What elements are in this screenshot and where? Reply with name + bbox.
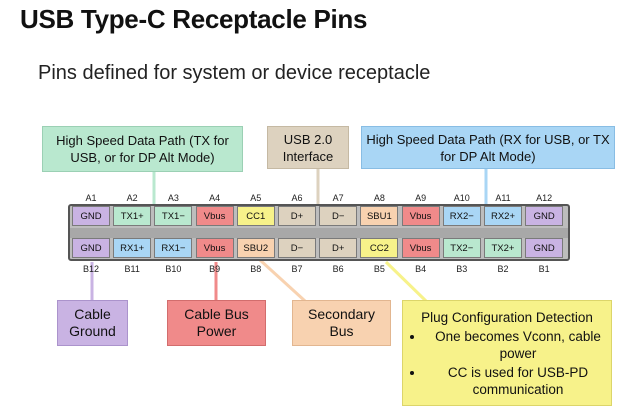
page-title: USB Type-C Receptacle Pins	[20, 4, 368, 34]
pin-number-a: A4	[209, 193, 221, 203]
pin-row-a: RX2+	[484, 206, 522, 226]
pin-row-a: GND	[72, 206, 110, 226]
pin-number-a: A12	[536, 193, 553, 203]
pin-number-a: A8	[373, 193, 385, 203]
page-subtitle: Pins defined for system or device recept…	[38, 62, 431, 84]
pin-number-b: B9	[209, 264, 221, 274]
pin-number-a: A3	[167, 193, 179, 203]
plug-config-title: Plug Configuration Detection	[421, 310, 593, 325]
pin-row-a: GND	[525, 206, 564, 226]
pin-row-a: RX2−	[442, 206, 481, 226]
pin-row-a: SBU1	[360, 206, 399, 226]
pin-number-a: A6	[291, 193, 303, 203]
pin-row-a: TX1−	[154, 206, 193, 226]
pin-row-a: Vbus	[401, 206, 440, 226]
pin-number-b: B11	[124, 264, 140, 274]
pin-row-a: D−	[319, 206, 358, 226]
pin-number-b: B2	[497, 264, 509, 274]
receptacle-tongue	[70, 228, 568, 238]
plug-config-bullets: One becomes Vconn, cable power CC is use…	[403, 326, 611, 400]
pin-row-b: Vbus	[195, 238, 234, 258]
pin-row-a: CC1	[236, 206, 275, 226]
cable-bus-power-callout: Cable Bus Power	[167, 300, 266, 346]
usb2-callout: USB 2.0 Interface	[267, 126, 349, 169]
pin-number-b: B7	[291, 264, 303, 274]
pin-number-a: A10	[453, 193, 470, 203]
pin-number-b: B10	[165, 264, 182, 274]
pin-number-b: B6	[332, 264, 344, 274]
pin-number-a: A11	[495, 193, 511, 203]
pin-number-b: B4	[415, 264, 427, 274]
hs-rx-callout: High Speed Data Path (RX for USB, or TX …	[361, 126, 615, 169]
pin-row-a: Vbus	[195, 206, 234, 226]
pin-row-b: RX1+	[113, 238, 152, 258]
plug-config-callout: Plug Configuration Detection One becomes…	[402, 300, 612, 406]
pin-row-b: D−	[278, 238, 316, 258]
pin-row-b: RX1−	[154, 238, 193, 258]
pin-number-a: A7	[332, 193, 344, 203]
pin-row-b: TX2+	[484, 238, 522, 258]
pin-row-a: TX1+	[113, 206, 152, 226]
pin-row-a: D+	[278, 206, 316, 226]
plug-config-bullet: One becomes Vconn, cable power	[425, 328, 611, 362]
pin-row-b: SBU2	[236, 238, 275, 258]
pin-number-b: B5	[373, 264, 385, 274]
hs-tx-callout: High Speed Data Path (TX for USB, or for…	[42, 126, 243, 172]
pin-number-b: B8	[250, 264, 262, 274]
pin-row-b: GND	[72, 238, 110, 258]
pin-row-b: D+	[319, 238, 358, 258]
secondary-bus-callout: Secondary Bus	[292, 300, 391, 346]
pin-row-b: TX2−	[442, 238, 481, 258]
pin-number-a: A1	[85, 193, 97, 203]
pin-number-a: A9	[415, 193, 427, 203]
pin-number-a: A2	[126, 193, 138, 203]
pin-row-b: GND	[525, 238, 564, 258]
pin-number-b: B1	[538, 264, 550, 274]
pin-number-a: A5	[250, 193, 262, 203]
pin-row-b: CC2	[360, 238, 399, 258]
pin-number-b: B3	[456, 264, 468, 274]
plug-config-bullet: CC is used for USB-PD communication	[425, 364, 611, 398]
pin-number-b: B12	[82, 264, 99, 274]
cable-ground-callout: Cable Ground	[57, 300, 128, 346]
pin-row-b: Vbus	[401, 238, 440, 258]
